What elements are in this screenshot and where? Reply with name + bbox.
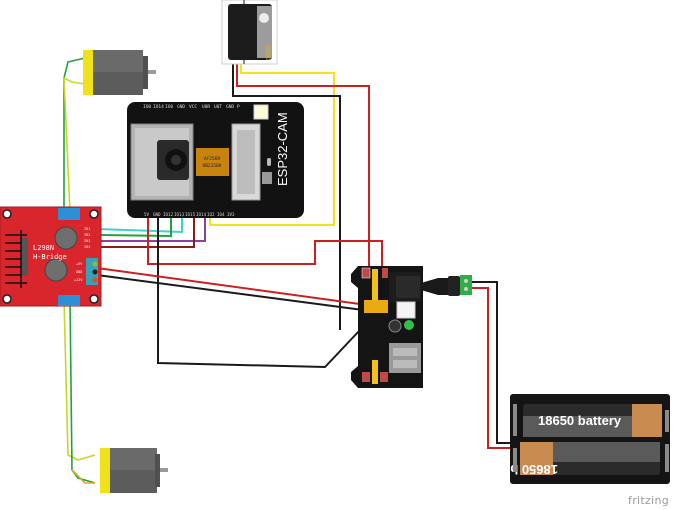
input-label: IN4 bbox=[84, 245, 90, 249]
esp32-cam-board[interactable]: AF2569 OB2150A ESP32-CAM IO0 IO14 IO0 GN… bbox=[127, 102, 304, 218]
pin-label: IO14 bbox=[153, 104, 164, 110]
camera-chip-label-1: AF2569 bbox=[204, 156, 221, 162]
dc-barrel-adapter[interactable] bbox=[421, 275, 472, 296]
dc-motor-2[interactable] bbox=[100, 448, 168, 493]
servo-motor[interactable]: SG90 bbox=[221, 0, 278, 65]
battery-holder[interactable]: 18650 battery 18650 battery bbox=[474, 394, 670, 484]
input-label: IN1 bbox=[84, 227, 90, 231]
pin-label: IO2 bbox=[207, 212, 215, 217]
power-switch[interactable] bbox=[396, 301, 416, 319]
wire-servo-vcc[interactable] bbox=[236, 62, 370, 313]
camera-chip-label-2: OB2150A bbox=[203, 163, 222, 169]
wire-battery-pos[interactable] bbox=[469, 287, 513, 449]
input-label: IN3 bbox=[84, 239, 90, 243]
wire-in3-purple[interactable] bbox=[98, 212, 206, 242]
servo-horn-icon bbox=[259, 13, 269, 23]
pin-label: GND bbox=[177, 104, 185, 110]
pin-label: GND bbox=[226, 104, 234, 110]
battery-positive-end bbox=[520, 442, 553, 475]
wire-servo-signal[interactable] bbox=[209, 62, 335, 226]
pin-label: 5V bbox=[144, 212, 150, 217]
pin-label: IO0 bbox=[143, 104, 151, 110]
wire-l298n-gnd[interactable] bbox=[96, 274, 364, 311]
wire-motor1-b[interactable] bbox=[63, 76, 86, 213]
wire-servo-gnd[interactable] bbox=[232, 62, 341, 330]
battery-positive-end bbox=[632, 404, 662, 437]
wire-in2-green[interactable] bbox=[97, 212, 172, 238]
pin-label: IO0 bbox=[165, 104, 173, 110]
jumper-header[interactable] bbox=[364, 300, 388, 313]
fritzing-watermark: fritzing bbox=[628, 494, 669, 507]
pin-label: IO12 bbox=[163, 212, 174, 217]
motor-b-terminal[interactable] bbox=[58, 295, 80, 306]
pin-label: GND bbox=[153, 212, 161, 217]
pin-label: U0R bbox=[202, 104, 210, 110]
pin-label: IO4 bbox=[217, 212, 225, 217]
l298n-subtitle: H-Bridge bbox=[33, 253, 67, 261]
esp32-top-pins: IO0 IO14 IO0 GND VCC U0R U0T GND P bbox=[143, 104, 240, 110]
pin-label: IO15 bbox=[185, 212, 196, 217]
esp32-bottom-pins: 5V GND IO12 IO13 IO15 IO14 IO2 IO4 3V3 bbox=[144, 212, 235, 217]
wire-in1-cyan[interactable] bbox=[97, 212, 183, 234]
pin-label: VCC bbox=[189, 104, 197, 110]
l298n-title: L298N bbox=[33, 244, 54, 252]
pin-label: 3V3 bbox=[227, 212, 235, 217]
wire-motor2-a[interactable] bbox=[63, 297, 96, 461]
l298n-driver[interactable]: L298N H-Bridge IN1 IN2 IN3 IN4 +5V GND +… bbox=[0, 206, 102, 307]
motor-shaft-icon bbox=[148, 70, 156, 74]
wire-esp-gnd[interactable] bbox=[157, 212, 361, 369]
flash-led-icon bbox=[253, 104, 269, 120]
screw-terminal[interactable] bbox=[460, 275, 472, 295]
capacitor-icon bbox=[54, 226, 78, 250]
wire-battery-neg[interactable] bbox=[469, 281, 513, 444]
power-label: +12V bbox=[74, 278, 83, 282]
board-name-label: ESP32-CAM bbox=[275, 112, 290, 186]
motor-shaft-icon bbox=[160, 468, 168, 472]
wires bbox=[63, 57, 513, 484]
wire-motor1-a[interactable] bbox=[63, 57, 86, 212]
usb-port[interactable] bbox=[389, 343, 421, 373]
pin-label: U0T bbox=[214, 104, 222, 110]
power-led-icon bbox=[404, 320, 414, 330]
wire-motor2-b[interactable] bbox=[69, 297, 96, 484]
wire-esp-5v[interactable] bbox=[147, 212, 383, 313]
breadboard-power-module[interactable] bbox=[351, 266, 423, 388]
motor-a-terminal[interactable] bbox=[58, 208, 80, 220]
capacitor-icon bbox=[44, 258, 68, 282]
power-label: GND bbox=[76, 270, 82, 274]
battery-cell-1-label: 18650 battery bbox=[538, 413, 622, 428]
power-label: +5V bbox=[76, 262, 83, 266]
wire-motor2-c bbox=[71, 469, 95, 484]
pin-label: IO14 bbox=[196, 212, 207, 217]
pin-label: P bbox=[237, 104, 240, 110]
wire-in4-darkred[interactable] bbox=[98, 212, 195, 248]
input-label: IN2 bbox=[84, 233, 90, 237]
pin-label: IO13 bbox=[174, 212, 185, 217]
wire-l298n-5v[interactable] bbox=[96, 267, 368, 306]
servo-label: SG90 bbox=[264, 45, 270, 61]
dc-motor-1[interactable] bbox=[83, 50, 156, 95]
